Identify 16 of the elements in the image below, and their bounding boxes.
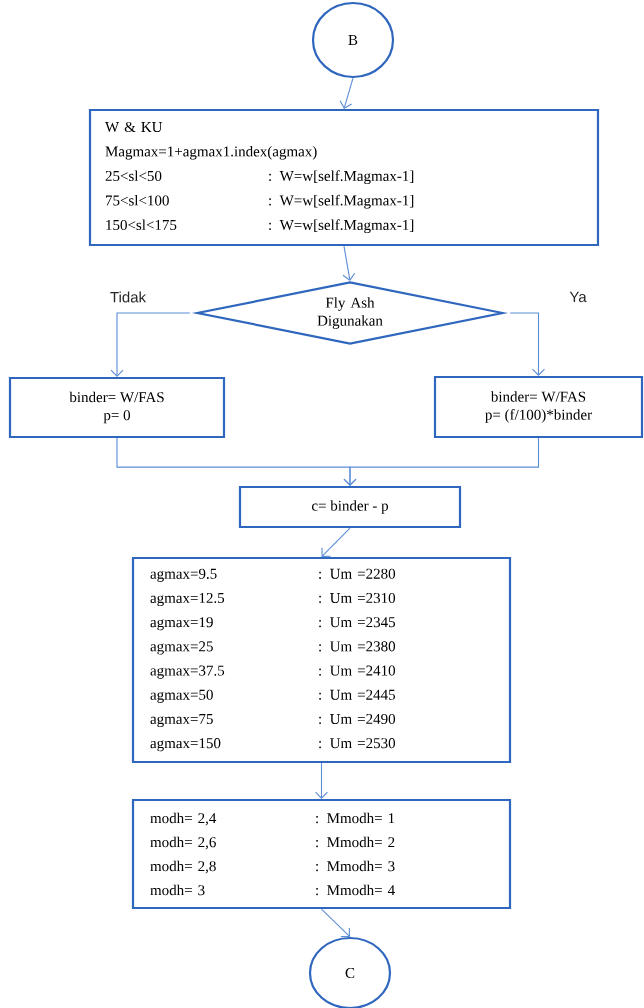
process-box: agmax=9.5 : Um =2280 agmax=12.5 : Um =2310 agmax=19 : Um =2345 agmax=25 : Um =2380 agmax=37.5 : Um =2410 agmax=50 : Um =2445 agmax=75 : Um =2490 agmax=150 : Um =2530 [131, 556, 512, 764]
arrow [509, 312, 546, 376]
edge-label: Ya [569, 291, 587, 303]
arrow [339, 77, 354, 109]
arrow [314, 762, 329, 799]
process-box: W & KU Magmax=1+agmax1.index(agmax) 25<sl<50 : W=w[self.Magmax-1] 75<sl<100 : W=w[self.Magmax-1] 150<sl<175 : W=w[self.Magmax-1] [88, 108, 600, 247]
process-box: modh= 2,4 : Mmodh= 1 modh= 2,6 : Mmodh= 2 modh= 2,8 : Mmodh= 3 modh= 3 : Mmodh= 4 [131, 798, 512, 910]
arrow [342, 245, 356, 281]
process-box: c= binder - p [238, 485, 462, 529]
edge-label: Tidak [110, 291, 147, 303]
arrow [343, 437, 540, 486]
arrow [320, 908, 350, 937]
process-box: binder= W/FAS p= 0 [8, 376, 226, 439]
process-box: binder= W/FAS p= (f/100)*binder [433, 375, 644, 439]
arrow [321, 527, 351, 557]
arrow [110, 312, 191, 377]
